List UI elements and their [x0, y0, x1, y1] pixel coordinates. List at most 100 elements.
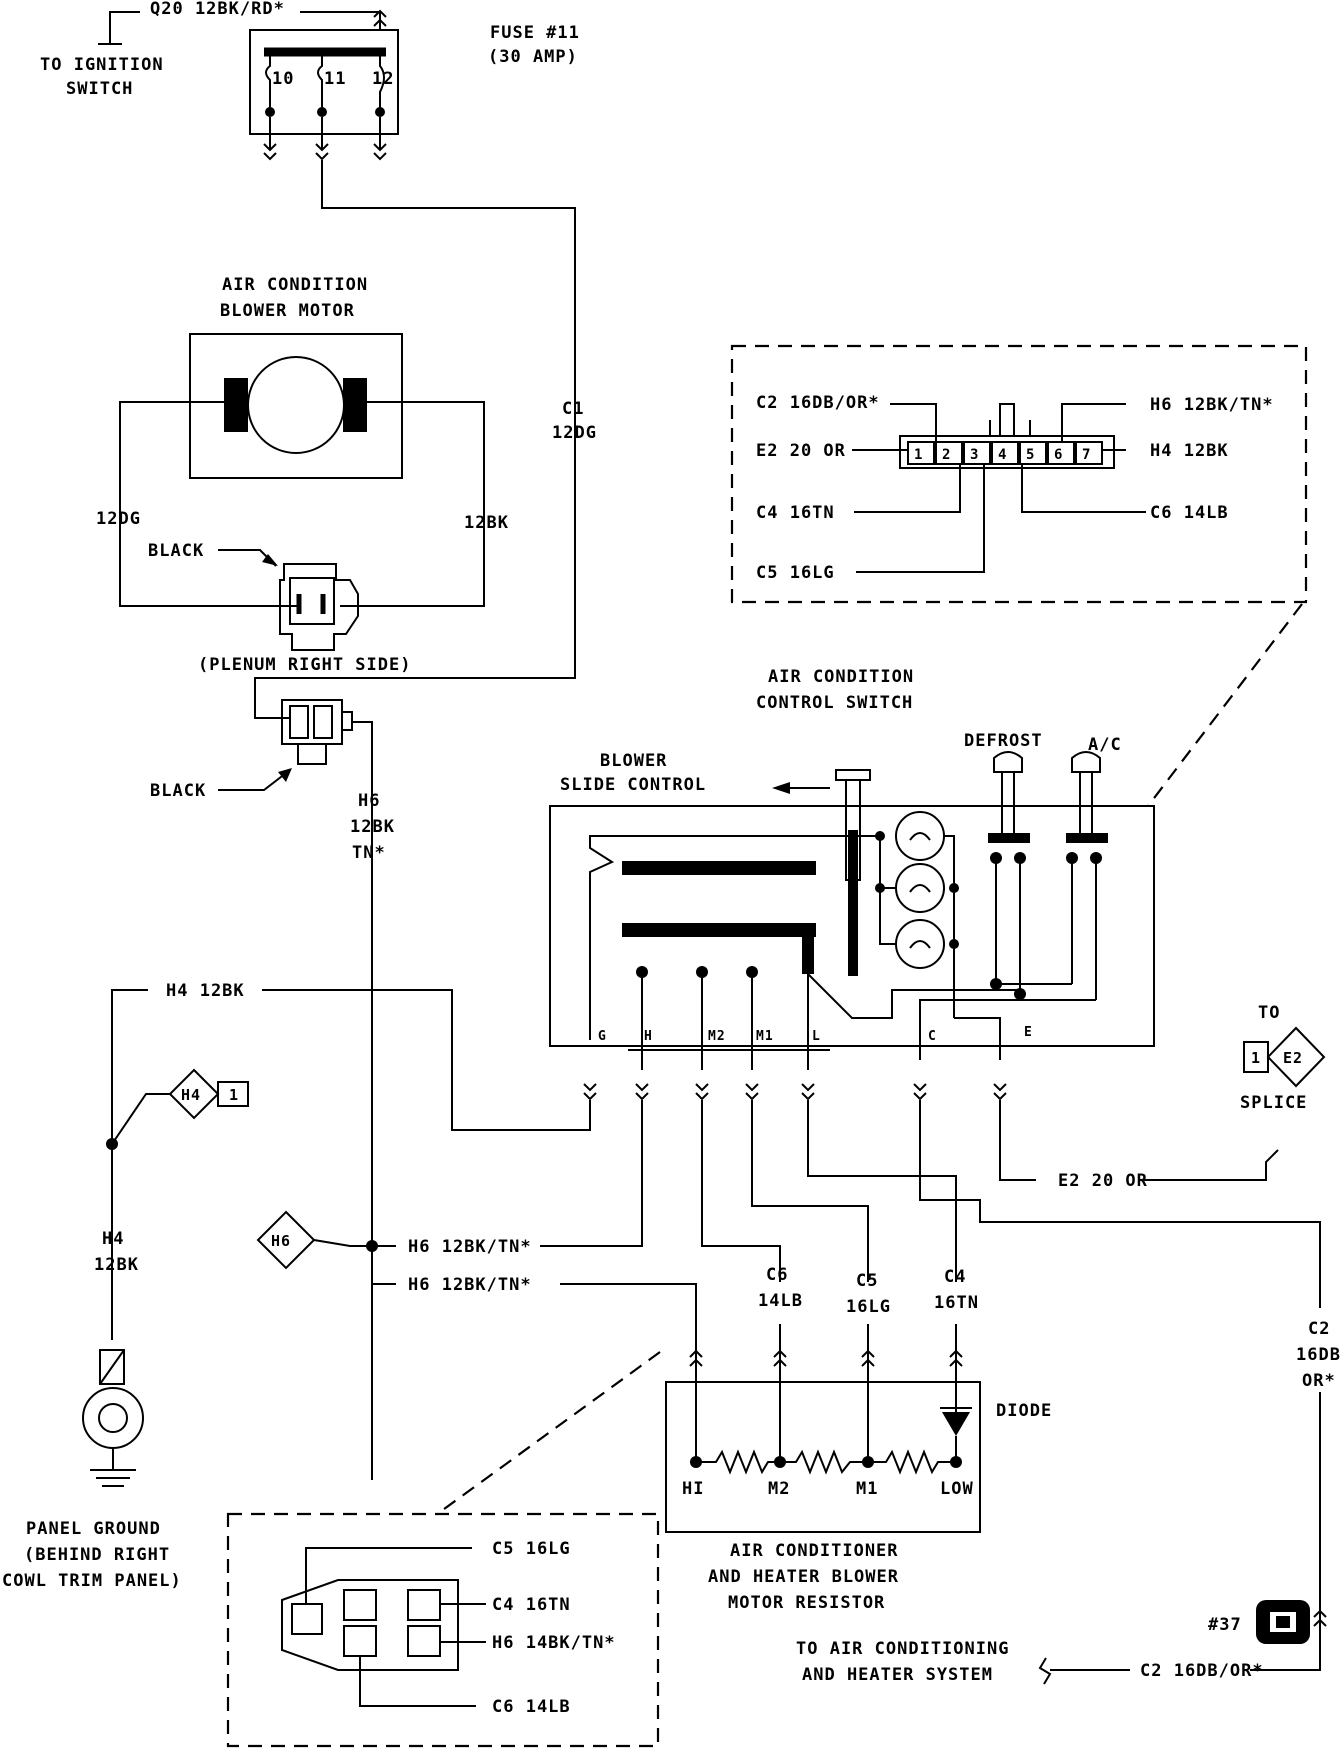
conn-pin-5: 5 [1026, 447, 1035, 463]
to-ac-system-label: TO AIR CONDITIONING [796, 1639, 1009, 1659]
resistor-label-3: MOTOR RESISTOR [728, 1593, 885, 1613]
c1-label: C1 [562, 399, 584, 419]
terminal-g: G [598, 1029, 607, 1044]
h4-vertical-gauge: 12BK [94, 1255, 139, 1275]
e2-wire-label: E2 20 OR [1058, 1171, 1148, 1191]
black-label-1: BLACK [148, 541, 204, 561]
switch-connector-detail: 1 2 3 4 5 6 7 C2 16DB/OR* E2 20 OR C4 16… [730, 344, 1308, 807]
terminal-e: E [1024, 1025, 1033, 1040]
switch-connector-body [899, 435, 1115, 469]
to-ac-system-label-2: AND HEATER SYSTEM [802, 1665, 993, 1685]
resistor-low: LOW [940, 1479, 974, 1499]
h4-splice-badge: H4 1 [168, 1068, 249, 1120]
h4-badge-num: 1 [229, 1086, 239, 1104]
conn-c4-label: C4 16TN [756, 503, 835, 523]
plenum-connector: BLACK (PLENUM RIGHT SIDE) [148, 541, 411, 675]
blower-motor-label-2: BLOWER MOTOR [220, 301, 355, 321]
c2-bottom-label: C2 16DB/OR* [1140, 1661, 1264, 1681]
conn-pin-6: 6 [1054, 447, 1063, 463]
blower-slide-label-2: SLIDE CONTROL [560, 775, 706, 795]
c2-label: C2 [1308, 1319, 1330, 1339]
panel-ground: PANEL GROUND (BEHIND RIGHT COWL TRIM PAN… [2, 1349, 182, 1591]
black-label-2: BLACK [150, 781, 206, 801]
conn-c2-label: C2 16DB/OR* [756, 393, 880, 413]
black-connector: BLACK H6 12BK TN* [150, 699, 395, 1480]
panel-ground-label: PANEL GROUND [26, 1519, 161, 1539]
e2-splice-badge: TO 1 E2 SPLICE [1240, 1003, 1326, 1113]
to-ignition-label: TO IGNITION [40, 55, 164, 75]
to-ignition-switch: SWITCH [66, 79, 133, 99]
fuse-pin-12: 12 [372, 69, 394, 89]
res-conn-c5-label: C5 16LG [492, 1539, 571, 1559]
c4-gauge: 16TN [934, 1293, 979, 1313]
fuse-11: 10 11 12 FUSE #11 (30 AMP) [249, 23, 580, 160]
defrost-label: DEFROST [964, 731, 1043, 751]
conn-pin-2: 2 [942, 447, 951, 463]
blower-motor-label: AIR CONDITION [222, 275, 368, 295]
conn-h6-label: H6 12BK/TN* [1150, 395, 1274, 415]
c2-gauge: 16DB [1296, 1345, 1341, 1365]
h6-vertical-label: H6 [358, 791, 380, 811]
conn-pin-1: 1 [914, 447, 923, 463]
fuse-pin-11: 11 [324, 69, 346, 89]
ac-switch-label: AIR CONDITION [768, 667, 914, 687]
resistor-label-2: AND HEATER BLOWER [708, 1567, 899, 1587]
conn-h4-label: H4 12BK [1150, 441, 1229, 461]
h6-wire-label-1: H6 12BK/TN* [408, 1237, 532, 1257]
q20-wire-label: Q20 12BK/RD* [150, 0, 285, 19]
to-label: TO [1258, 1003, 1280, 1023]
conn-c6-label: C6 14LB [1150, 503, 1229, 523]
e2-badge-text: E2 [1283, 1049, 1303, 1067]
c2-color: OR* [1302, 1371, 1336, 1391]
connector-37: #37 [1208, 1600, 1310, 1644]
wire-12dg-label: 12DG [96, 509, 141, 529]
conn-pin-3: 3 [970, 447, 979, 463]
blower-motor: AIR CONDITION BLOWER MOTOR 12DG 12BK [96, 275, 509, 607]
c4-label: C4 [944, 1267, 966, 1287]
c1-gauge: 12DG [552, 423, 597, 443]
h6-wire-label-2: H6 12BK/TN* [408, 1275, 532, 1295]
terminal-h: H [644, 1029, 653, 1044]
fuse-amp: (30 AMP) [488, 47, 578, 67]
h4-vertical-label: H4 [102, 1229, 124, 1249]
terminal-m2: M2 [708, 1029, 726, 1044]
panel-ground-label-3: COWL TRIM PANEL) [2, 1571, 182, 1591]
resistor-m2: M2 [768, 1479, 790, 1499]
connector-37-label: #37 [1208, 1615, 1242, 1635]
resistor-m1: M1 [856, 1479, 878, 1499]
conn-pin-7: 7 [1082, 447, 1091, 463]
res-conn-c4-label: C4 16TN [492, 1595, 571, 1615]
wire-12bk-label: 12BK [464, 513, 509, 533]
c5-label: C5 [856, 1271, 878, 1291]
resistor-hi: HI [682, 1479, 704, 1499]
terminal-c: C [928, 1029, 937, 1044]
h6-vertical-gauge: 12BK [350, 817, 395, 837]
res-conn-h6-label: H6 14BK/TN* [492, 1633, 616, 1653]
res-conn-c6-label: C6 14LB [492, 1697, 571, 1717]
e2-badge-num: 1 [1251, 1049, 1261, 1067]
diode-label: DIODE [996, 1401, 1052, 1421]
h6-vertical-color: TN* [352, 843, 386, 863]
conn-c5-label: C5 16LG [756, 563, 835, 583]
panel-ground-label-2: (BEHIND RIGHT [24, 1545, 170, 1565]
fuse-block [249, 29, 399, 135]
ac-label: A/C [1088, 735, 1122, 755]
c6-label: C6 [766, 1265, 788, 1285]
blower-slide-label: BLOWER [600, 751, 667, 771]
h4-badge-text: H4 [181, 1086, 201, 1104]
c6-gauge: 14LB [758, 1291, 803, 1311]
plenum-label: (PLENUM RIGHT SIDE) [198, 655, 411, 675]
conn-e2-label: E2 20 OR [756, 441, 846, 461]
terminal-m1: M1 [756, 1029, 774, 1044]
blower-motor-resistor: DIODE HI M2 M1 LOW AIR CONDITIONER AND H… [665, 1350, 1052, 1613]
fuse-label: FUSE #11 [490, 23, 580, 43]
conn-pin-4: 4 [998, 447, 1007, 463]
terminal-l: L [812, 1029, 821, 1044]
resistor-connector-detail: C5 16LG C4 16TN H6 14BK/TN* C6 14LB [226, 1351, 661, 1748]
switch-housing [549, 805, 1155, 1047]
h4-wire-label: H4 12BK [166, 981, 245, 1001]
splice-label: SPLICE [1240, 1093, 1307, 1113]
h6-badge-text: H6 [271, 1232, 291, 1250]
resistor-label: AIR CONDITIONER [730, 1541, 899, 1561]
